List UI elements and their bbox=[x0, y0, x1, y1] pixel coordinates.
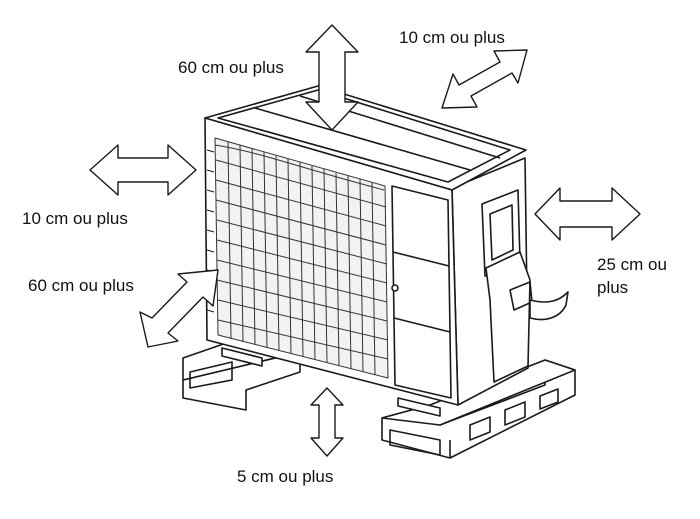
arrow-right-clearance bbox=[534, 187, 641, 241]
label-top-clearance: 60 cm ou plus bbox=[178, 58, 284, 77]
label-right-clearance-line1: 25 cm ou bbox=[597, 255, 667, 274]
label-front-clearance: 60 cm ou plus bbox=[28, 276, 134, 295]
label-left-clearance: 10 cm ou plus bbox=[22, 209, 128, 228]
arrow-top-clearance bbox=[305, 24, 359, 131]
arrow-left-clearance bbox=[89, 144, 197, 196]
arrow-rear-clearance bbox=[441, 49, 528, 109]
label-bottom-clearance: 5 cm ou plus bbox=[237, 467, 334, 486]
arrow-front-clearance bbox=[139, 269, 219, 348]
side-pipe-cover bbox=[485, 251, 531, 383]
label-right-clearance-line2: plus bbox=[597, 278, 629, 297]
label-rear-clearance: 10 cm ou plus bbox=[399, 28, 505, 47]
pipe bbox=[529, 291, 569, 321]
fan-grille bbox=[214, 137, 389, 379]
arrow-bottom-clearance bbox=[310, 387, 344, 457]
